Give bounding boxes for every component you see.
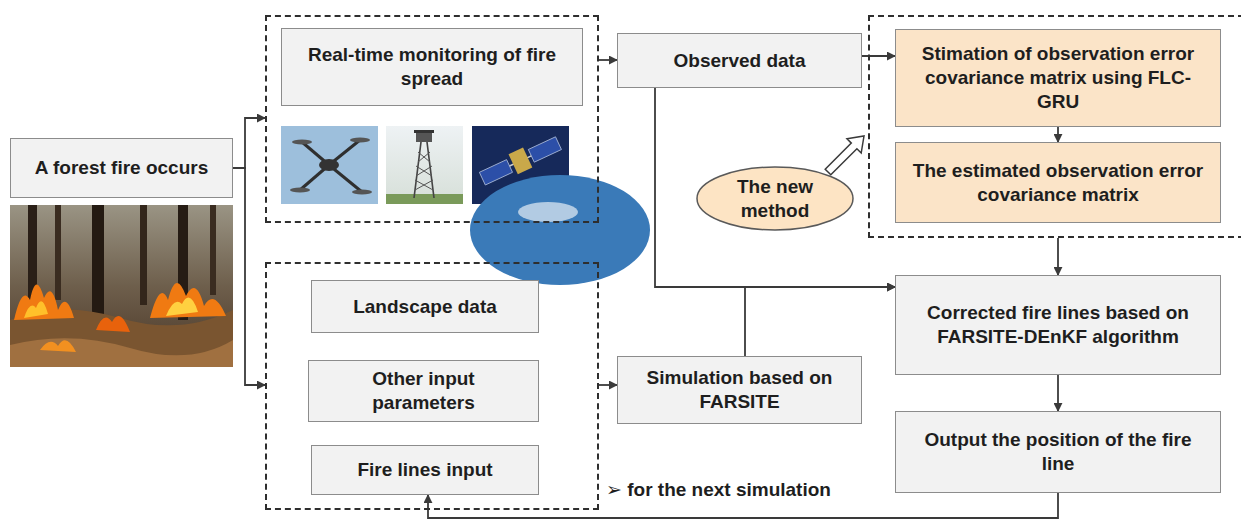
flow-arrow [1057,238,1059,275]
dashed-group: Stimation of observation error covarianc… [868,15,1241,238]
text-holder: Stimation of observation error covarianc… [906,42,1210,113]
text-holder: Real-time monitoring of fire spread [292,43,572,91]
text-holder: Other input parameters [319,367,528,415]
flow-arrow [599,384,617,386]
process-box: Other input parameters [308,360,539,422]
hollow-arrow [825,136,864,175]
flow-arrow [655,88,895,287]
flow-arrow [1057,127,1059,142]
flow-arrow [1057,375,1059,411]
node-text: Other input parameters [319,367,528,415]
process-box: Observed data [617,33,862,88]
node-text: Fire lines input [357,458,492,482]
node-text: Output the position of the fire line [906,428,1210,476]
node-text: Landscape data [353,295,497,319]
method-box: The estimated observation error covarian… [895,142,1221,223]
process-box: A forest fire occurs [10,138,233,198]
text-holder: The new method [724,175,826,223]
node-text: Corrected fire lines based on FARSITE-DE… [906,301,1210,349]
node-text: Simulation based on FARSITE [628,366,851,414]
node-text: The estimated observation error covarian… [906,159,1210,207]
text-holder: Simulation based on FARSITE [628,366,851,414]
process-box: Landscape data [311,280,539,333]
node-text: Stimation of observation error covarianc… [906,42,1210,113]
text-holder: The estimated observation error covarian… [906,159,1210,207]
text-holder: Observed data [674,49,806,73]
text-holder: Corrected fire lines based on FARSITE-DE… [906,301,1210,349]
text-holder: Landscape data [353,295,497,319]
flow-arrow [745,287,895,356]
flow-arrow [599,59,617,61]
tower-photo [386,126,463,204]
process-box: Output the position of the fire line [895,411,1221,493]
node-text: Observed data [674,49,806,73]
note-label: ➢ for the next simulation [606,478,831,501]
flow-arrow [233,118,265,168]
method-box: Stimation of observation error covarianc… [895,29,1221,127]
flow-arrow [862,55,895,57]
node-text: A forest fire occurs [35,156,209,180]
dashed-group: Landscape dataOther input parametersFire… [265,262,599,510]
node-text: Real-time monitoring of fire spread [292,43,572,91]
node-text: The new method [724,175,826,223]
fire-photo [10,205,233,367]
process-box: Real-time monitoring of fire spread [281,28,583,106]
dashed-group: Real-time monitoring of fire spread [265,15,599,223]
process-box: Fire lines input [311,445,539,495]
callout-ellipse: The new method [696,166,854,231]
flow-arrow [233,168,265,385]
text-holder: A forest fire occurs [35,156,209,180]
drone-photo [281,126,378,204]
text-holder: Output the position of the fire line [906,428,1210,476]
process-box: Corrected fire lines based on FARSITE-DE… [895,275,1221,375]
process-box: Simulation based on FARSITE [617,356,862,424]
text-holder: Fire lines input [357,458,492,482]
